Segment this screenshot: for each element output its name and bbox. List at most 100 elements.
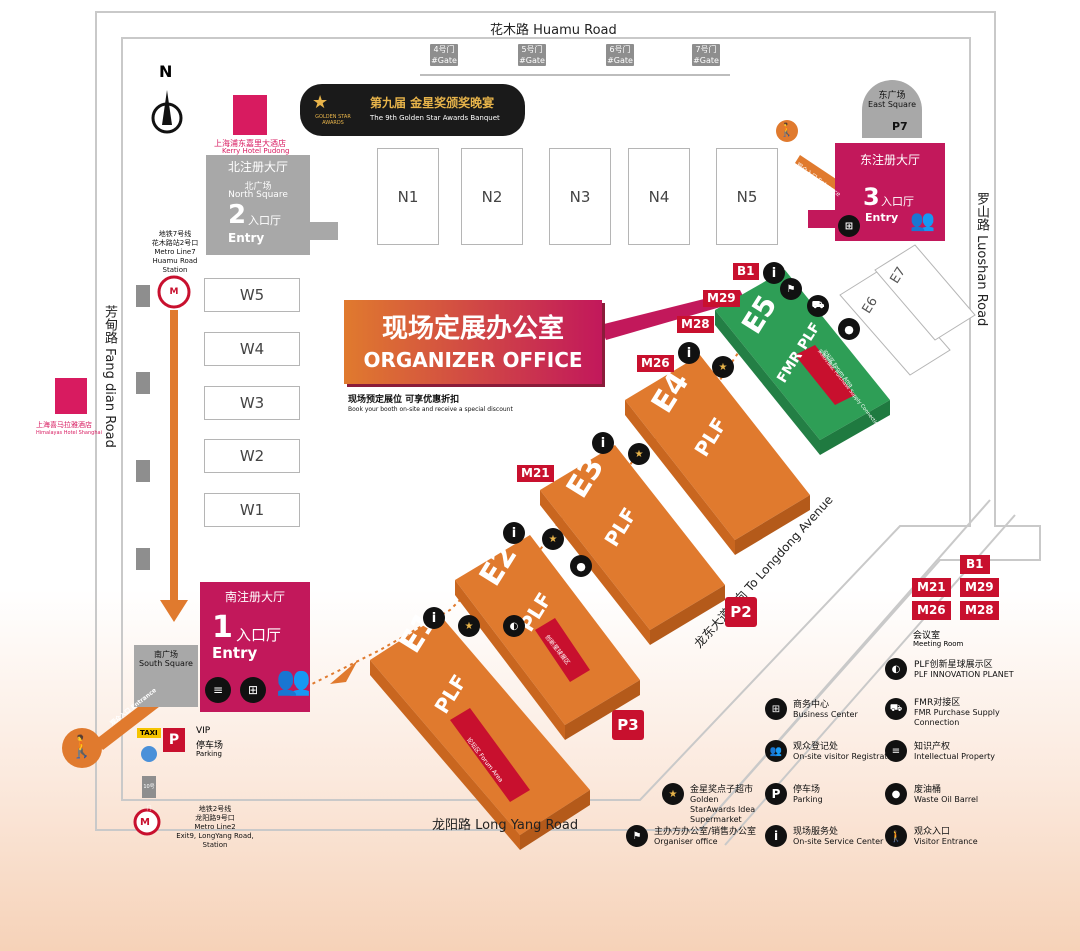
golden-star-icon[interactable]: ★	[458, 615, 480, 637]
parking-p3[interactable]: P3	[612, 710, 644, 740]
organizer-office-cn: 现场定展办公室	[381, 314, 564, 344]
legend-info-icon: i	[765, 825, 787, 847]
hall-n4[interactable]: N4	[628, 148, 690, 245]
vip-parking-en: Parking	[196, 750, 222, 758]
east-registration-hall[interactable]: 东注册大厅 3 入口厅 Entry	[835, 143, 945, 241]
banquet-title-cn: 第九届 金星奖颁奖晚宴	[370, 96, 495, 110]
metro-south-icon: M	[140, 817, 150, 828]
business-center-icon[interactable]: ⊞	[240, 677, 266, 703]
gate-5[interactable]: 5号门#Gate	[518, 44, 546, 66]
west-gate-1[interactable]	[136, 285, 150, 307]
road-north: 花木路 Huamu Road	[490, 23, 617, 38]
north-hall-connector	[310, 222, 338, 240]
east-square[interactable]: 东广场 East Square P7	[862, 80, 922, 138]
info-icon[interactable]: i	[592, 432, 614, 454]
legend-plf-planet-icon: ◐	[885, 658, 907, 680]
hall-w3[interactable]: W3	[204, 386, 300, 420]
organizer-office-banner[interactable]: 现场定展办公室 ORGANIZER OFFICE	[344, 300, 602, 384]
hall-n2[interactable]: N2	[461, 148, 523, 245]
banquet-bubble: ★ GOLDEN STAR AWARDS 第九届 金星奖颁奖晚宴 The 9th…	[300, 84, 525, 136]
west-gate-2[interactable]	[136, 372, 150, 394]
organizer-note-en: Book your booth on-site and receive a sp…	[348, 406, 513, 413]
hotel-kerry-name-cn: 上海浦东嘉里大酒店	[214, 139, 286, 148]
north-registration-hall[interactable]: 北注册大厅 北广场 North Square 2 入口厅 Entry	[206, 155, 310, 255]
gate-10[interactable]: 10号门	[142, 776, 156, 812]
legend-ip-icon: ≡	[885, 740, 907, 762]
south-square[interactable]: 南广场 South Square	[134, 645, 198, 707]
legend-golden-star-icon: ★	[662, 783, 684, 805]
golden-star-icon[interactable]: ★	[628, 443, 650, 465]
hall-w1[interactable]: W1	[204, 493, 300, 527]
gate-6[interactable]: 6号门#Gate	[606, 44, 634, 66]
plf-planet-icon[interactable]: ◐	[503, 615, 525, 637]
info-icon[interactable]: i	[503, 522, 525, 544]
info-icon[interactable]: i	[423, 607, 445, 629]
tag-m28[interactable]: M28	[677, 316, 714, 333]
legend-visitor-registration-icon: 👥	[765, 740, 787, 762]
road-west: 芳甸路 Fang dian Road	[102, 305, 117, 448]
west-gate-4[interactable]	[136, 548, 150, 570]
hall-w5[interactable]: W5	[204, 278, 300, 312]
legend-visitor-entrance-icon: 🚶	[885, 825, 907, 847]
hall-n1[interactable]: N1	[377, 148, 439, 245]
organizer-note-cn: 现场预定展位 可享优惠折扣	[348, 395, 460, 405]
legend-parking-icon: P	[765, 783, 787, 805]
east-visitor-entrance-icon: 🚶	[776, 120, 798, 142]
gate-4[interactable]: 4号门#Gate	[430, 44, 458, 66]
hall-n3[interactable]: N3	[549, 148, 611, 245]
ip-icon[interactable]: ≡	[205, 677, 231, 703]
tag-m21[interactable]: M21	[517, 465, 554, 482]
parking-p2[interactable]: P2	[725, 597, 757, 627]
organiser-office-icon[interactable]: ⚑	[780, 278, 802, 300]
info-icon[interactable]: i	[763, 262, 785, 284]
golden-star-icon[interactable]: ★	[712, 356, 734, 378]
visitor-entrance-icon[interactable]: 🚶	[62, 728, 102, 768]
gate-7[interactable]: 7号门#Gate	[692, 44, 720, 66]
east-hall-connector	[808, 210, 838, 228]
compass-north-label: N	[159, 62, 173, 81]
legend-m21: M21	[912, 578, 951, 597]
waste-oil-icon[interactable]: ●	[570, 555, 592, 577]
info-icon[interactable]: i	[678, 342, 700, 364]
hall-w2[interactable]: W2	[204, 439, 300, 473]
visitor-registration-icon: 👥	[910, 208, 935, 232]
golden-star-icon[interactable]: ★	[542, 528, 564, 550]
west-gate-3[interactable]	[136, 460, 150, 482]
legend-business-center-icon: ⊞	[765, 698, 787, 720]
hall-e6-e7[interactable]	[839, 244, 976, 376]
legend-b1: B1	[960, 555, 990, 574]
hall-e4[interactable]	[625, 355, 810, 555]
hall-w4[interactable]: W4	[204, 332, 300, 366]
banquet-logo-text: GOLDEN STAR AWARDS	[315, 114, 351, 126]
cart-icon[interactable]: ⛟	[807, 295, 829, 317]
bus-icon	[141, 746, 157, 762]
tag-m26[interactable]: M26	[637, 355, 674, 372]
organizer-office-en: ORGANIZER OFFICE	[363, 348, 583, 372]
hotel-himalaya-name-cn: 上海喜马拉雅酒店	[36, 421, 92, 429]
legend-meeting-cn: 会议室	[913, 631, 941, 641]
visitor-registration-icon: 👥	[276, 664, 311, 697]
vip-parking-icon[interactable]: P	[163, 728, 185, 752]
waste-oil-icon[interactable]: ●	[838, 318, 860, 340]
legend-m28: M28	[960, 601, 999, 620]
tag-m29[interactable]: M29	[703, 290, 740, 307]
hall-e3[interactable]	[540, 445, 725, 645]
road-east: 罗山路 Luoshan Road	[974, 192, 989, 327]
hall-n5[interactable]: N5	[716, 148, 778, 245]
tag-b1[interactable]: B1	[733, 263, 759, 280]
business-center-icon[interactable]: ⊞	[838, 215, 860, 237]
legend-organiser-office-icon: ⚑	[626, 825, 648, 847]
